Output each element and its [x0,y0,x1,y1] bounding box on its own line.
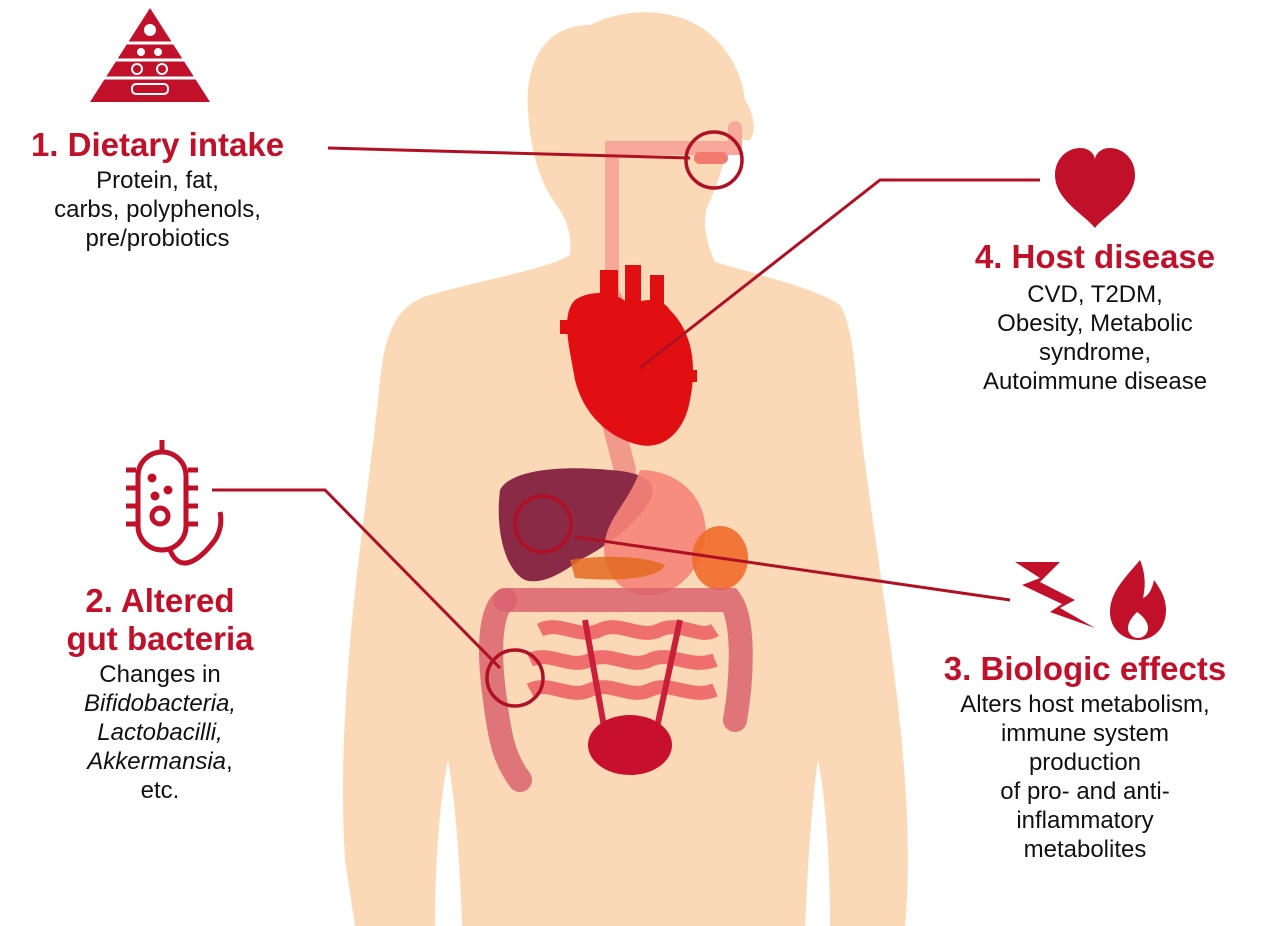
biologic-effects-callout: 3. Biologic effects Alters host metaboli… [910,650,1260,864]
gut-bacteria-title-line: gut bacteria [20,620,300,658]
dietary-intake-description: Protein, fat, carbs, polyphenols, pre/pr… [0,166,315,253]
gut-bacteria-line: Bifidobacteria, [20,689,300,718]
gut-bacteria-description: Changes in Bifidobacteria, Lactobacilli,… [20,660,300,805]
akkermansia-comma: , [226,748,233,775]
bladder-organ [588,715,672,775]
lightning-icon [1015,562,1095,628]
host-disease-description: CVD, T2DM, Obesity, Metabolic syndrome, … [930,280,1260,396]
gut-bacteria-line: Changes in [20,660,300,689]
biologic-effects-line: of pro- and anti- [910,777,1260,806]
biologic-effects-line: immune system [910,719,1260,748]
gut-bacteria-title-line: 2. Altered [20,582,300,620]
host-disease-title: 4. Host disease [930,238,1260,276]
dietary-intake-line: carbs, polyphenols, [0,195,315,224]
gut-bacteria-line: etc. [20,776,300,805]
dietary-intake-title: 1. Dietary intake [0,126,315,164]
fire-icon [1110,560,1166,640]
akkermansia-text: Akkermansia [87,748,226,775]
biologic-effects-line: inflammatory [910,806,1260,835]
bacterium-icon [126,440,221,563]
gut-bacteria-line: Lactobacilli, [20,718,300,747]
gut-bacteria-callout: 2. Altered gut bacteria Changes in Bifid… [20,582,300,805]
dietary-intake-callout: 1. Dietary intake Protein, fat, carbs, p… [0,126,315,253]
biologic-effects-line: metabolites [910,835,1260,864]
biologic-effects-title: 3. Biologic effects [910,650,1260,688]
biologic-effects-line: production [910,748,1260,777]
biologic-effects-description: Alters host metabolism, immune system pr… [910,690,1260,864]
host-disease-callout: 4. Host disease CVD, T2DM, Obesity, Meta… [930,238,1260,396]
biologic-effects-line: Alters host metabolism, [910,690,1260,719]
gut-bacteria-line: Akkermansia, [20,747,300,776]
gut-bacteria-title: 2. Altered gut bacteria [20,582,300,658]
host-disease-line: CVD, T2DM, [930,280,1260,309]
dietary-intake-line: pre/probiotics [0,224,315,253]
heart-icon [1055,148,1135,228]
host-disease-line: Autoimmune disease [930,367,1260,396]
host-disease-line: Obesity, Metabolic [930,309,1260,338]
food-pyramid-icon [90,8,210,102]
dietary-intake-line: Protein, fat, [0,166,315,195]
host-disease-line: syndrome, [930,338,1260,367]
